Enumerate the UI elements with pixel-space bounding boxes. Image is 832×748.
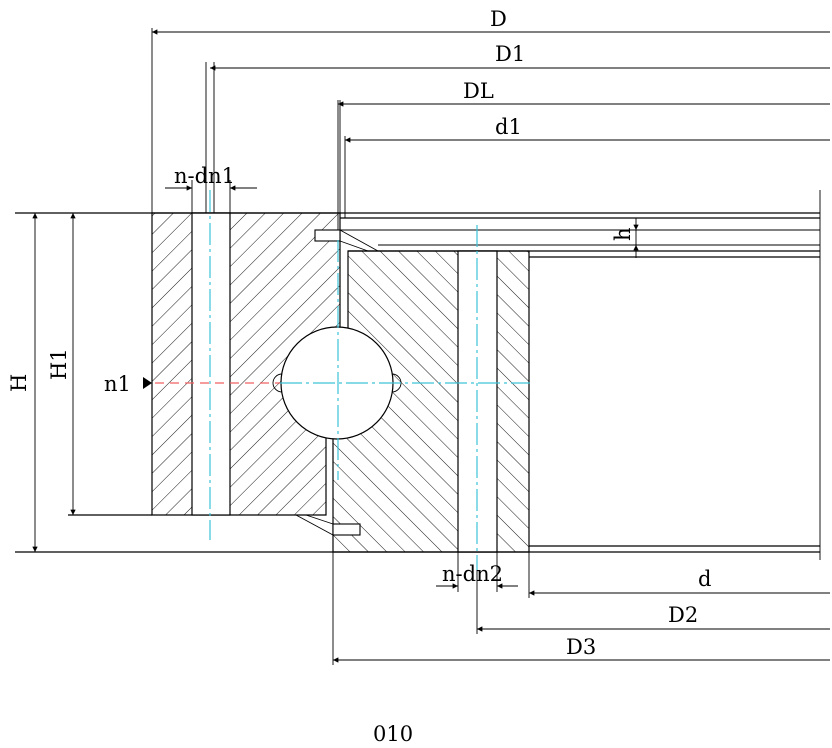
dimension-H1: H1 bbox=[47, 213, 76, 515]
outer-ring-section bbox=[151, 212, 341, 516]
dimension-D: D bbox=[151, 7, 830, 213]
drawing-caption: 010 bbox=[373, 722, 413, 746]
dimension-D3: D3 bbox=[332, 552, 830, 665]
label-H: H bbox=[7, 374, 31, 392]
dimension-D1: D1 bbox=[205, 42, 830, 213]
top-seal bbox=[314, 229, 379, 252]
dimension-d1: d1 bbox=[345, 115, 830, 143]
dimension-D2: D2 bbox=[476, 570, 830, 634]
label-D2: D2 bbox=[668, 603, 698, 627]
label-H1: H1 bbox=[47, 348, 71, 380]
dimension-DL: DL bbox=[338, 79, 830, 107]
label-n-dn1: n-dn1 bbox=[174, 164, 235, 188]
label-D: D bbox=[490, 7, 507, 31]
dimension-n-dn2: n-dn2 bbox=[436, 552, 518, 592]
label-D1: D1 bbox=[495, 42, 525, 66]
bottom-seal bbox=[295, 514, 361, 536]
label-n1: n1 bbox=[104, 372, 131, 396]
label-d1: d1 bbox=[495, 115, 522, 139]
label-h: h bbox=[611, 227, 635, 241]
label-n-dn2: n-dn2 bbox=[442, 562, 503, 586]
label-d: d bbox=[698, 567, 711, 591]
dimension-d: d bbox=[528, 552, 830, 598]
dimension-n-dn1: n-dn1 bbox=[165, 164, 257, 213]
dimension-H: H bbox=[7, 213, 38, 552]
spacer-left bbox=[272, 373, 283, 393]
outer-bolt-hole bbox=[191, 212, 231, 516]
label-D3: D3 bbox=[566, 635, 596, 659]
dimension-h: h bbox=[611, 218, 639, 258]
label-DL: DL bbox=[463, 79, 494, 103]
lubrication-hole-n1: n1 bbox=[104, 372, 152, 396]
right-side-lines bbox=[15, 100, 821, 560]
n1-arrow-icon bbox=[143, 377, 152, 389]
